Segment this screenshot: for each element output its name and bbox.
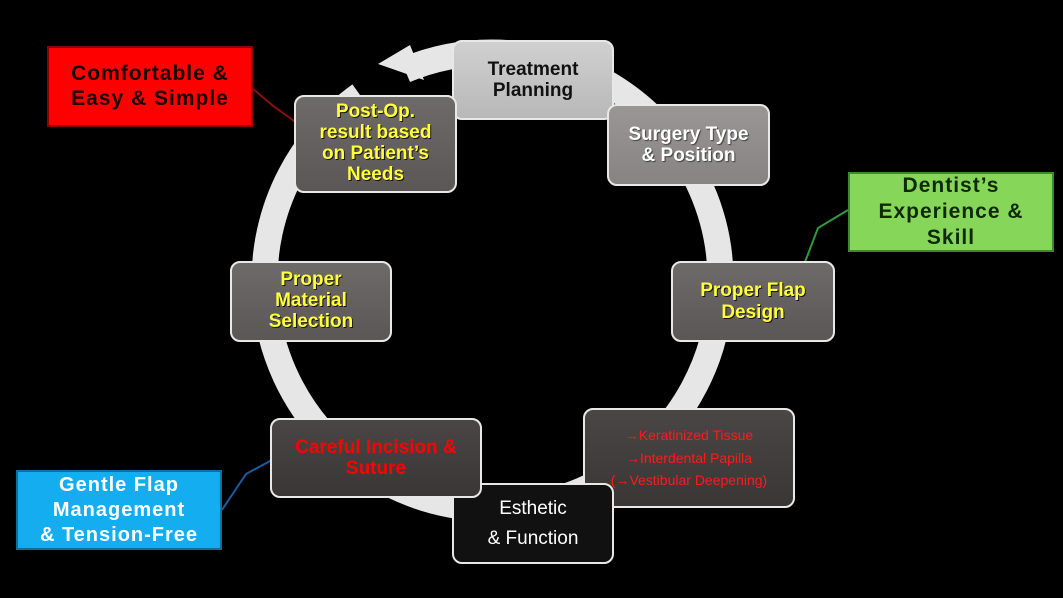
node-incision-suture: Careful Incision & Suture bbox=[270, 418, 482, 498]
post-op-label: Post-Op. result based on Patient’s Needs bbox=[319, 101, 432, 185]
material-selection-label: Proper Material Selection bbox=[268, 269, 354, 332]
node-surgery-type: Surgery Type & Position bbox=[607, 104, 770, 186]
incision-suture-label: Careful Incision & Suture bbox=[295, 436, 457, 479]
comfortable-label: Comfortable & Easy & Simple bbox=[71, 62, 229, 110]
node-material-selection: Proper Material Selection bbox=[230, 261, 392, 342]
node-post-op: Post-Op. result based on Patient’s Needs bbox=[294, 95, 457, 193]
node-flap-design: Proper Flap Design bbox=[671, 261, 835, 342]
treatment-planning-label: Treatment Planning bbox=[487, 58, 579, 101]
node-treatment-planning: Treatment Planning bbox=[452, 40, 614, 120]
connector-dentist bbox=[804, 209, 849, 263]
dentist-label: Dentist’s Experience & Skill bbox=[878, 173, 1024, 250]
callout-gentle: Gentle Flap Management & Tension-Free bbox=[16, 470, 222, 550]
connector-gentle bbox=[221, 459, 273, 511]
callout-comfortable: Comfortable & Easy & Simple bbox=[47, 46, 253, 127]
node-tissue-list: →Keratinized Tissue →Interdental Papilla… bbox=[583, 408, 795, 508]
callout-dentist: Dentist’s Experience & Skill bbox=[848, 172, 1054, 252]
flap-design-label: Proper Flap Design bbox=[700, 280, 806, 323]
node-esthetic-function: Esthetic & Function bbox=[452, 483, 614, 564]
surgery-type-label: Surgery Type & Position bbox=[628, 123, 749, 166]
cycle-arrowhead-icon bbox=[378, 45, 424, 80]
tissue-list-label: →Keratinized Tissue →Interdental Papilla… bbox=[610, 427, 768, 489]
gentle-label: Gentle Flap Management & Tension-Free bbox=[39, 473, 199, 546]
connector-comfortable bbox=[251, 87, 299, 125]
esthetic-function-label: Esthetic & Function bbox=[487, 498, 579, 549]
